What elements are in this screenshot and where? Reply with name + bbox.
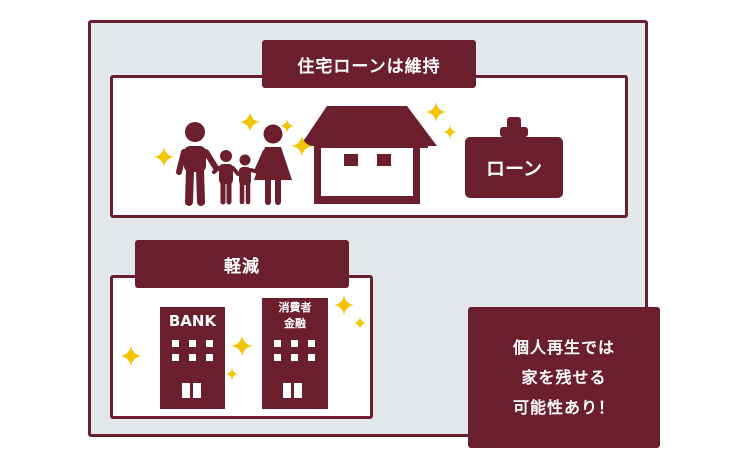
conclusion-note: 個人再生では 家を残せる 可能性あり！ — [468, 307, 660, 448]
bank-sign-label: BANK — [168, 312, 217, 330]
consumer-finance-building-icon — [262, 298, 328, 409]
loan-sign-label: ローン — [485, 158, 543, 180]
consumer-finance-sign-line1: 消費者 — [278, 301, 312, 314]
family-icon — [176, 122, 292, 206]
note-line-1: 個人再生では — [512, 337, 615, 357]
reduction-label: 軽減 — [135, 240, 349, 288]
note-line-2: 家を残せる — [521, 367, 607, 387]
bank-building-icon — [160, 307, 225, 409]
consumer-finance-sign-line2: 金融 — [284, 317, 306, 330]
mortgage-label: 住宅ローンは維持 — [262, 40, 476, 88]
loan-sign-icon — [465, 117, 563, 198]
house-icon — [300, 106, 437, 204]
note-line-3: 可能性あり！ — [512, 397, 615, 417]
